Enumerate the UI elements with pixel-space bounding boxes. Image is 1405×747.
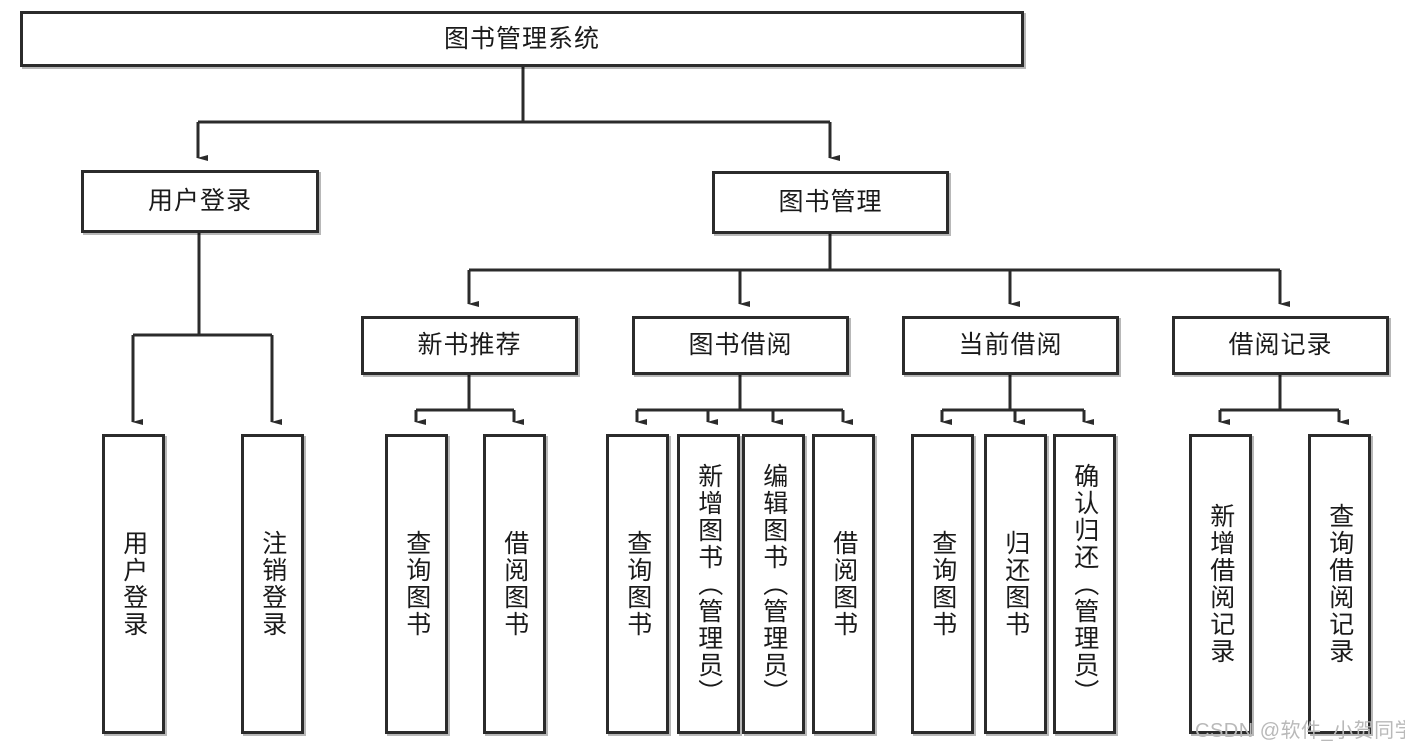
node-leaf-9[interactable]: 查询图书 — [911, 434, 974, 734]
node-level3-1-label: 新书推荐 — [417, 331, 522, 360]
node-level2-2[interactable]: 图书管理 — [712, 171, 949, 234]
node-leaf-11[interactable]: 确认归还（管理员） — [1053, 434, 1116, 734]
node-root-label: 图书管理系统 — [443, 24, 600, 53]
node-leaf-12[interactable]: 新增借阅记录 — [1189, 434, 1252, 734]
node-level2-2-label: 图书管理 — [778, 188, 883, 217]
node-leaf-5[interactable]: 查询图书 — [606, 434, 669, 734]
node-leaf-13[interactable]: 查询借阅记录 — [1308, 434, 1371, 734]
node-leaf-10[interactable]: 归还图书 — [984, 434, 1047, 734]
node-leaf-7[interactable]: 编辑图书（管理员） — [742, 434, 805, 734]
node-leaf-4[interactable]: 借阅图书 — [483, 434, 546, 734]
node-leaf-8[interactable]: 借阅图书 — [812, 434, 875, 734]
node-leaf-1[interactable]: 用户登录 — [102, 434, 165, 734]
node-level2-1-label: 用户登录 — [147, 187, 252, 216]
node-level3-2[interactable]: 图书借阅 — [632, 316, 849, 375]
node-level3-3[interactable]: 当前借阅 — [902, 316, 1119, 375]
node-leaf-8-label: 借阅图书 — [829, 530, 858, 638]
node-leaf-6[interactable]: 新增图书（管理员） — [677, 434, 740, 734]
watermark: CSDN @软件_小贺同学 — [1195, 720, 1405, 742]
node-leaf-9-label: 查询图书 — [928, 530, 957, 638]
node-leaf-1-label: 用户登录 — [119, 530, 148, 638]
node-leaf-2-label: 注销登录 — [258, 530, 287, 638]
node-leaf-3-label: 查询图书 — [402, 530, 431, 638]
node-leaf-12-label: 新增借阅记录 — [1206, 503, 1235, 665]
node-leaf-7-label: 编辑图书（管理员） — [759, 462, 788, 706]
node-level3-1[interactable]: 新书推荐 — [361, 316, 578, 375]
node-leaf-6-label: 新增图书（管理员） — [694, 462, 723, 706]
node-leaf-13-label: 查询借阅记录 — [1325, 503, 1354, 665]
node-leaf-5-label: 查询图书 — [623, 530, 652, 638]
node-level3-3-label: 当前借阅 — [958, 331, 1063, 360]
node-level3-2-label: 图书借阅 — [688, 331, 793, 360]
node-leaf-3[interactable]: 查询图书 — [385, 434, 448, 734]
node-leaf-4-label: 借阅图书 — [500, 530, 529, 638]
node-leaf-10-label: 归还图书 — [1001, 530, 1030, 638]
node-level3-4-label: 借阅记录 — [1228, 331, 1333, 360]
node-leaf-11-label: 确认归还（管理员） — [1070, 462, 1099, 706]
node-level2-1[interactable]: 用户登录 — [81, 170, 319, 233]
node-leaf-2[interactable]: 注销登录 — [241, 434, 304, 734]
node-root[interactable]: 图书管理系统 — [20, 11, 1024, 67]
node-level3-4[interactable]: 借阅记录 — [1172, 316, 1389, 375]
